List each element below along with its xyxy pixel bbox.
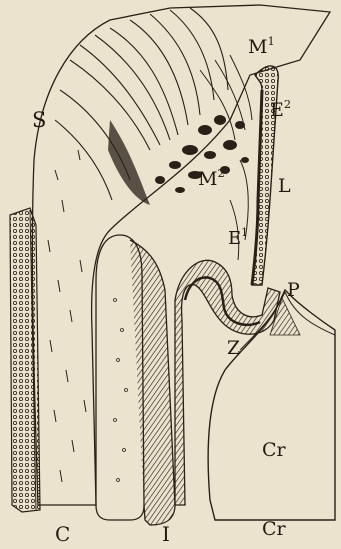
label-m2: M2 [198, 170, 225, 189]
label-i: I [162, 524, 170, 544]
label-c: C [55, 524, 70, 544]
label-cr-lower: Cr [262, 520, 286, 539]
left-epithelium-strip [10, 208, 40, 512]
label-m1: M1 [248, 38, 275, 57]
label-p: P [287, 281, 300, 300]
label-e1: E1 [228, 230, 248, 248]
label-l: L [278, 177, 291, 196]
label-e2: E2 [270, 101, 291, 120]
fold-lower-right [175, 260, 280, 505]
label-z: Z [227, 339, 240, 358]
fold-i [96, 235, 175, 525]
label-cr-upper: Cr [262, 441, 286, 460]
label-s: S [32, 110, 46, 131]
